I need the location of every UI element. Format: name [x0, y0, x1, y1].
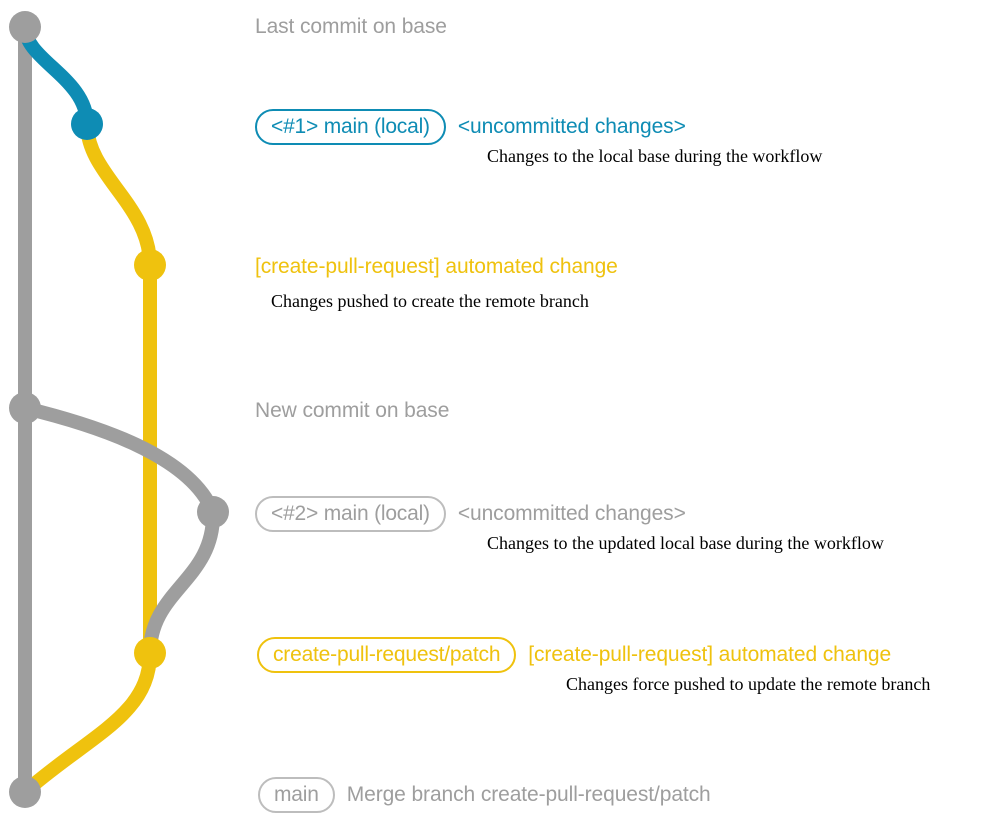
- entry-merge-commit: main Merge branch create-pull-request/pa…: [258, 777, 711, 813]
- updated-local-into-remote-line: [143, 505, 221, 660]
- label-last-commit-on-base: Last commit on base: [255, 15, 447, 38]
- updated-local-branch-line: [18, 401, 220, 519]
- commit-node-base-new-commit[interactable]: [9, 392, 41, 424]
- description-local-change-1: Changes to the local base during the wor…: [487, 146, 823, 166]
- local-branch-line-1: [18, 20, 94, 131]
- description-remote-change-2: Changes force pushed to update the remot…: [566, 674, 931, 694]
- branch-pill-main-local-2[interactable]: <#2> main (local): [255, 496, 446, 532]
- commit-node-remote-automated-change-2[interactable]: [134, 637, 166, 669]
- entry-local-change-2: <#2> main (local) <uncommitted changes>: [255, 496, 686, 532]
- remote-merge-line: [18, 646, 157, 799]
- remote-branch-line: [80, 117, 157, 660]
- entry-remote-change-2: create-pull-request/patch [create-pull-r…: [257, 637, 891, 673]
- label-new-commit-on-base: New commit on base: [255, 399, 450, 422]
- branch-pill-main[interactable]: main: [258, 777, 335, 813]
- label-uncommitted-changes-2: <uncommitted changes>: [457, 502, 686, 525]
- commit-node-base-last-commit[interactable]: [9, 11, 41, 43]
- branch-pill-create-pull-request-patch[interactable]: create-pull-request/patch: [257, 637, 517, 673]
- branch-pill-main-local-1[interactable]: <#1> main (local): [255, 109, 446, 145]
- description-local-change-2: Changes to the updated local base during…: [487, 533, 884, 553]
- commit-node-remote-automated-change-1[interactable]: [134, 249, 166, 281]
- commit-node-local-uncommitted-1[interactable]: [71, 108, 103, 140]
- commit-node-base-merge-commit[interactable]: [9, 776, 41, 808]
- commit-node-local-uncommitted-2[interactable]: [197, 496, 229, 528]
- label-automated-change-2: [create-pull-request] automated change: [528, 643, 892, 666]
- entry-local-change-1: <#1> main (local) <uncommitted changes>: [255, 109, 686, 145]
- label-uncommitted-changes-1: <uncommitted changes>: [457, 115, 686, 138]
- description-remote-change-1: Changes pushed to create the remote bran…: [271, 291, 589, 311]
- label-merge-branch: Merge branch create-pull-request/patch: [346, 783, 711, 806]
- label-automated-change-1: [create-pull-request] automated change: [255, 255, 618, 278]
